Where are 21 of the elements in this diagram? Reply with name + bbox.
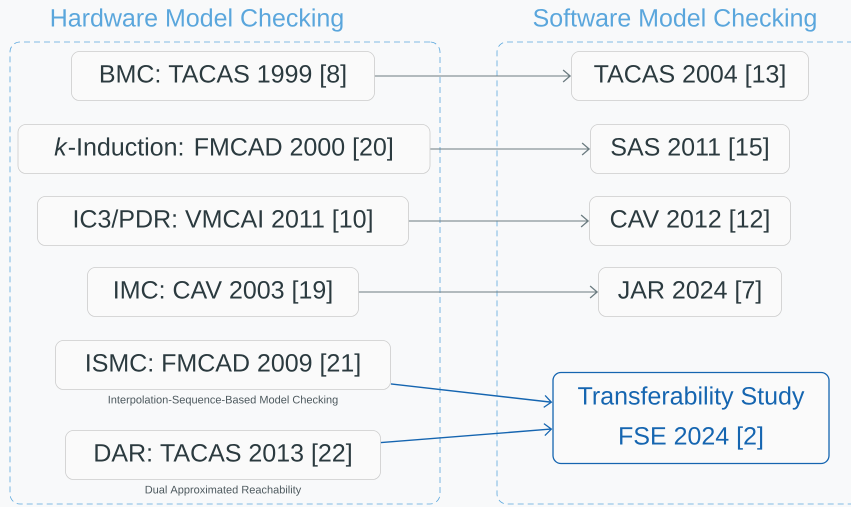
- reference-box: IC3/PDR: VMCAI 2011 [10]: [37, 196, 409, 246]
- arrow: [358, 286, 598, 298]
- caption-text: Dual Approximated Reachability: [146, 485, 302, 496]
- reference-box: BMC: TACAS 1999 [8]: [71, 51, 375, 101]
- reference-box: TACAS 2004 [13]: [571, 51, 809, 101]
- reference-box: SAS 2011 [15]: [590, 124, 790, 174]
- reference-box: k-Induction: FMCAD 2000 [20]: [18, 124, 430, 174]
- reference-box: DAR: TACAS 2013 [22]: [65, 430, 381, 480]
- arrow: [390, 383, 552, 408]
- reference-box: CAV 2012 [12]: [589, 196, 791, 246]
- reference-box: Transferability Study FSE 2024 [2]: [552, 372, 830, 464]
- arrow: [408, 214, 590, 228]
- node-label: Hardware Model Checking: [52, 8, 343, 32]
- arrow: [380, 423, 552, 444]
- reference-box: JAR 2024 [7]: [598, 267, 782, 317]
- reference-box: IMC: CAV 2003 [19]: [87, 267, 359, 317]
- arrow: [430, 142, 590, 156]
- caption-text: Interpolation-Sequence-Based Model Checking: [108, 395, 338, 406]
- node-label: Software Model Checking: [534, 8, 816, 32]
- arrow: [374, 70, 572, 82]
- reference-box: ISMC: FMCAD 2009 [21]: [55, 340, 391, 390]
